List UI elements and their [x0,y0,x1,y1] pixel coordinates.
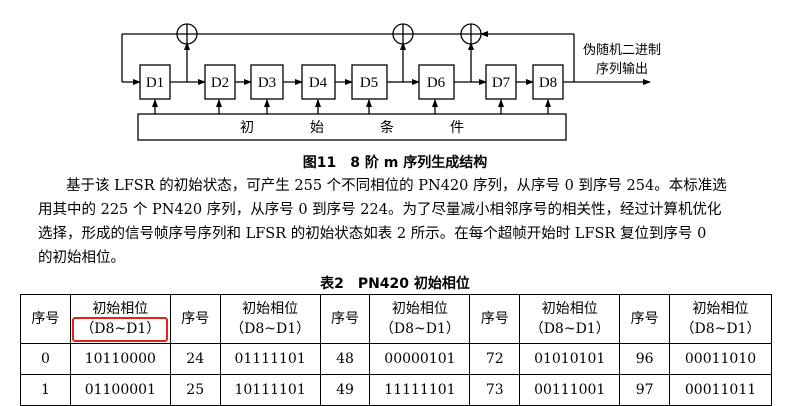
seq-cell: 49 [319,374,371,406]
body-paragraph: 基于该 LFSR 的初始状态，可产生 255 个不同相位的 PN420 序列，从… [38,174,778,270]
register-d4 [301,64,336,100]
table-row: 0 10110000 24 01111101 48 00000101 72 01… [20,343,772,375]
register-label: D7 [492,75,511,91]
register-d1 [139,64,171,100]
seq-cell: 73 [469,374,521,406]
phase-cell: 00111001 [519,374,621,406]
table-row: 1 01100001 25 10111101 49 11111101 73 00… [20,374,772,406]
seq-cell: 72 [469,343,521,375]
register-d6 [418,64,455,100]
register-label: D8 [539,75,557,91]
register-label: D1 [146,75,164,91]
seq-cell: 25 [169,374,221,406]
header-phase-line2: （D8~D1） [80,321,161,337]
register-label: D6 [427,75,446,91]
phase-cell: 01010101 [519,343,621,375]
initial-condition-bar [137,113,567,141]
xor-gate-3 [460,23,482,45]
table-caption: 表2 PN420 初始相位 [320,276,470,292]
seq-cell: 48 [319,343,371,375]
header-phase-line2: （D8~D1） [230,321,311,337]
phase-cell: 01100001 [69,374,171,406]
header-seq: 序号 [619,294,671,344]
register-d5 [351,64,388,100]
phase-cell: 01111101 [219,343,321,375]
seq-cell: 96 [619,343,671,375]
lfsr-diagram: D1 D2 D3 D4 D5 D6 D7 D8 初 始 条 件 伪随机二进制 序… [121,23,661,141]
xor-gate-1 [176,23,198,45]
header-phase-line2: （D8~D1） [529,321,610,337]
register-d7 [485,64,517,100]
phase-cell: 00000101 [369,343,471,375]
phase-cell: 00011011 [669,374,772,406]
seq-cell: 0 [20,343,71,375]
red-highlight-box [72,317,169,342]
xor-gate-2 [392,23,414,45]
header-phase: 初始相位 （D8~D1） [69,294,171,344]
register-label: D3 [258,75,276,91]
phase-cell: 10110000 [69,343,171,375]
header-seq: 序号 [319,294,371,344]
phase-cell: 00011010 [669,343,772,375]
phase-cell: 10111101 [219,374,321,406]
table-header-row: 序号 初始相位 （D8~D1） 序号 初始相位 （D8~D1） 序号 初始相位 … [20,294,772,344]
register-d3 [250,64,284,100]
header-phase: 初始相位 （D8~D1） [669,294,772,344]
highlighted-range: （D8~D1） [72,317,169,342]
register-d2 [204,64,236,100]
figure-caption: 图11 8 阶 m 序列生成结构 [302,155,488,171]
register-label: D2 [211,75,229,91]
header-phase-line1: 初始相位 [541,301,598,317]
initial-condition-label: 初 始 条 件 [240,119,464,136]
register-d8 [532,64,564,100]
header-phase: 初始相位 （D8~D1） [369,294,471,344]
paragraph-line: 基于该 LFSR 的初始状态，可产生 255 个不同相位的 PN420 序列，从… [66,178,727,194]
register-label: D5 [360,75,378,91]
header-phase-line1: 初始相位 [242,301,299,317]
register-label: D4 [309,75,328,91]
pn420-table: 序号 初始相位 （D8~D1） 序号 初始相位 （D8~D1） 序号 初始相位 … [20,294,772,406]
header-phase-line1: 初始相位 [692,301,749,317]
paragraph-line: 用其中的 225 个 PN420 序列，从序号 0 到序号 224。为了尽量减小… [38,202,722,218]
paragraph-line: 选择，形成的信号帧序号序列和 LFSR 的初始状态如表 2 所示。在每个超帧开始… [38,226,707,242]
header-phase-line1: 初始相位 [391,301,448,317]
phase-cell: 11111101 [369,374,471,406]
header-phase-line2: （D8~D1） [680,321,761,337]
header-phase: 初始相位 （D8~D1） [219,294,321,344]
header-phase-line2: （D8~D1） [379,321,460,337]
output-label: 伪随机二进制 [583,43,661,58]
header-seq: 序号 [169,294,221,344]
seq-cell: 24 [169,343,221,375]
header-phase-line1: 初始相位 [92,301,149,317]
header-seq: 序号 [469,294,521,344]
seq-cell: 97 [619,374,671,406]
paragraph-line: 的初始相位。 [38,250,125,266]
output-label: 序列输出 [596,61,648,77]
seq-cell: 1 [20,374,71,406]
header-phase: 初始相位 （D8~D1） [519,294,621,344]
header-seq: 序号 [20,294,71,344]
